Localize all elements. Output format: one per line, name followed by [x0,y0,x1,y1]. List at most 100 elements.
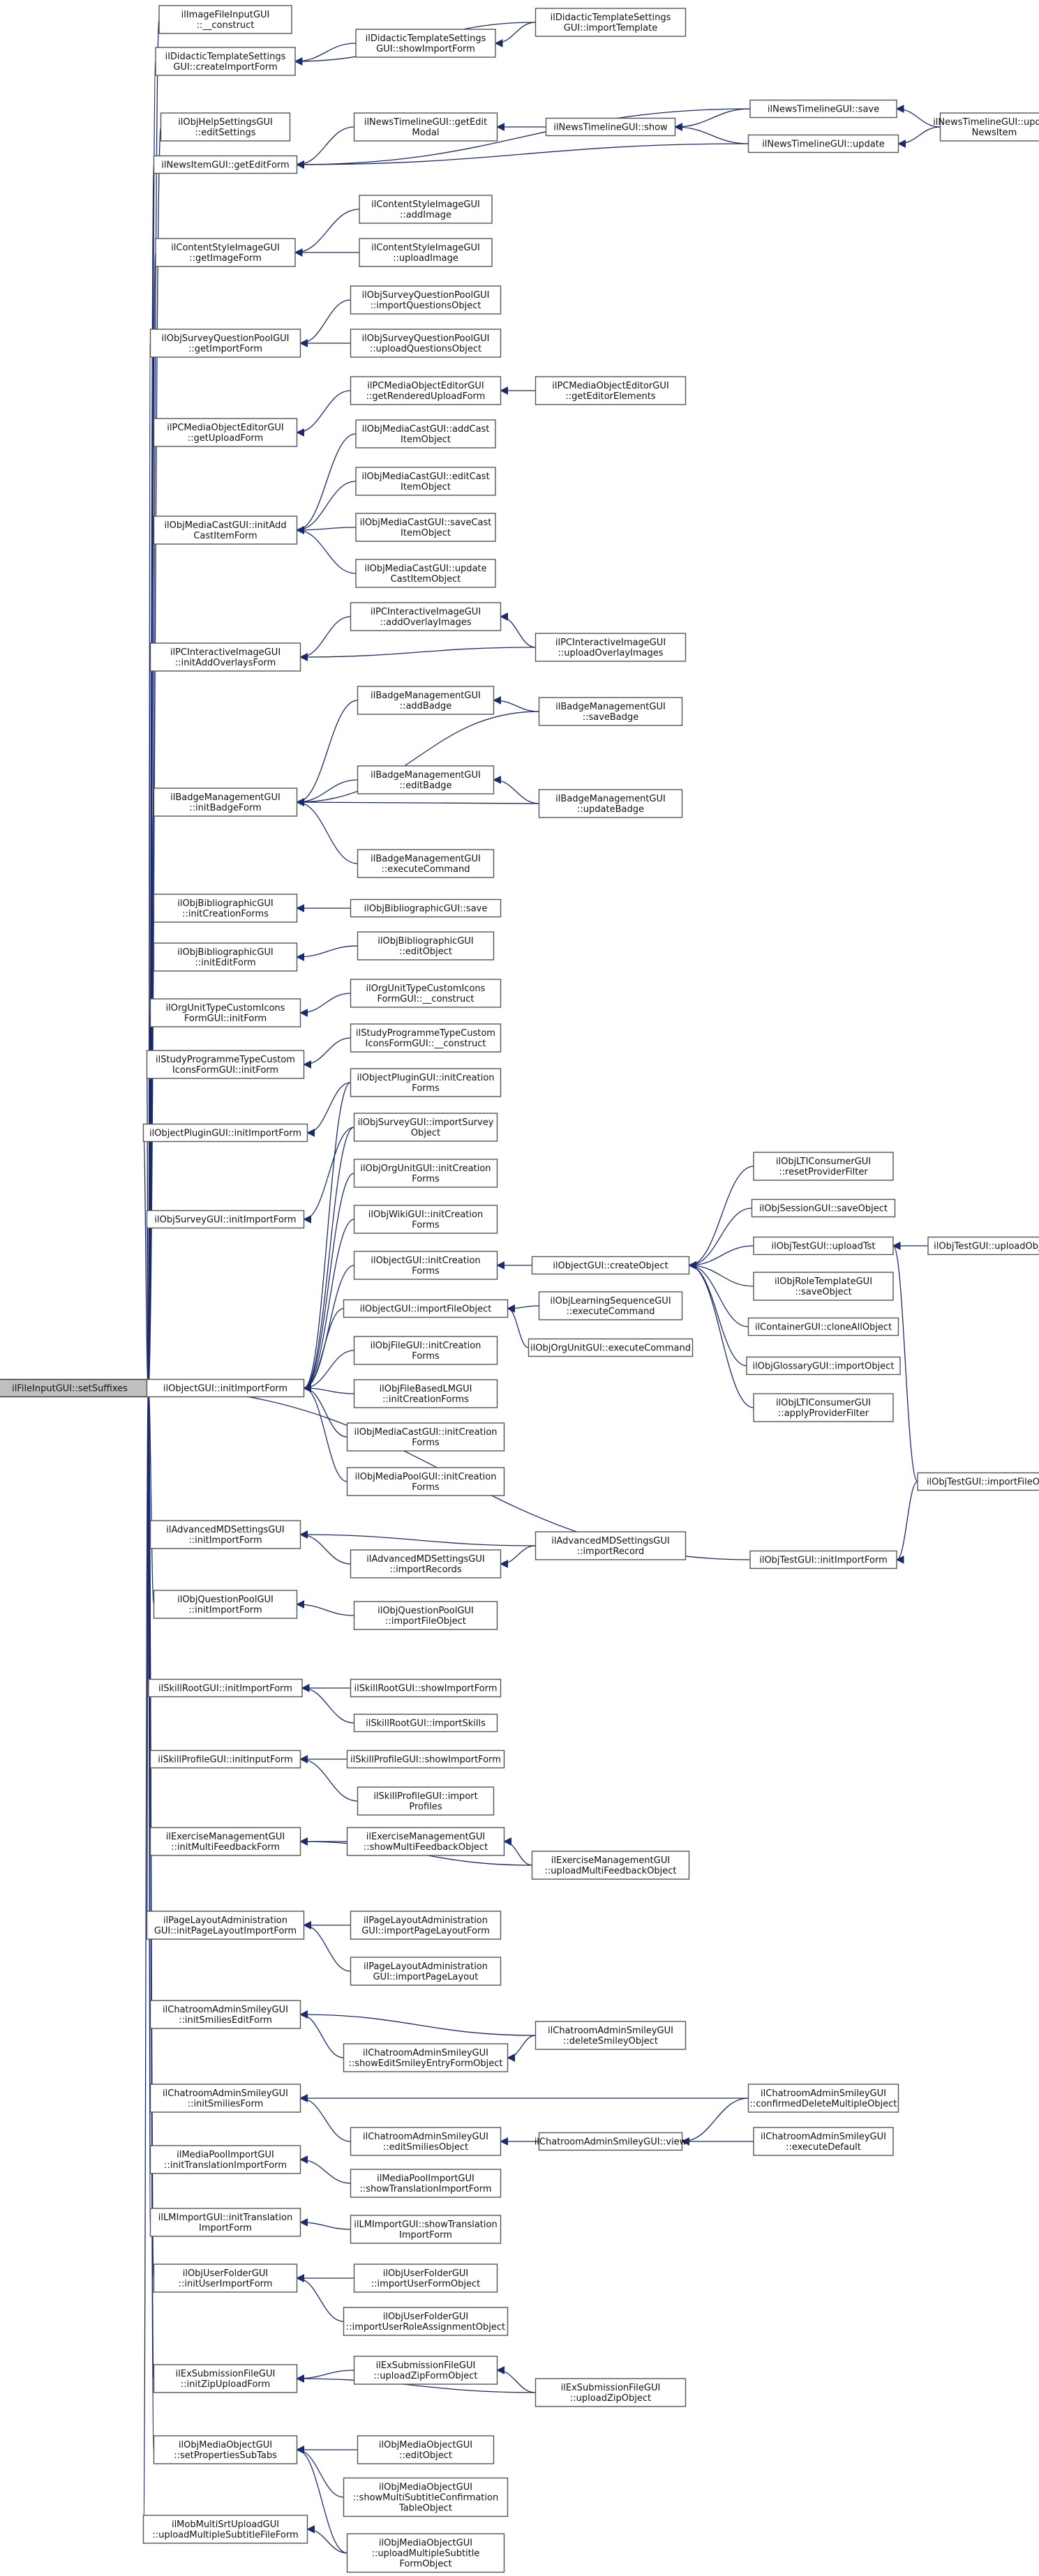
graph-node[interactable]: ilObjOrgUnitGUI::initCreationForms [353,1159,498,1188]
graph-node[interactable]: ilBadgeManagementGUI::addBadge [357,686,495,715]
graph-node[interactable]: ilObjectPluginGUI::initCreationForms [350,1068,502,1097]
graph-node[interactable]: ilPCInteractiveImageGUI::initAddOverlays… [149,642,301,672]
graph-node[interactable]: ilObjSessionGUI::saveObject [751,1198,896,1218]
graph-node[interactable]: ilExSubmissionFileGUI::uploadZipFormObje… [353,2356,498,2385]
graph-node[interactable]: ilObjMediaObjectGUI::uploadMultipleSubti… [346,2533,505,2573]
graph-node[interactable]: ilObjRoleTemplateGUI::saveObject [753,1272,894,1301]
graph-node[interactable]: ilOrgUnitTypeCustomIconsFormGUI::__const… [350,979,502,1008]
graph-node[interactable]: ilPCInteractiveImageGUI::uploadOverlayIm… [535,633,687,662]
graph-node[interactable]: ilNewsTimelineGUI::updateNewsItem [933,112,1039,142]
graph-node[interactable]: ilImageFileInputGUI::__construct [158,5,292,34]
graph-node[interactable]: ilContentStyleImageGUI::getImageForm [155,238,296,267]
graph-node[interactable]: ilObjLTIConsumerGUI::resetProviderFilter [753,1152,894,1181]
graph-node[interactable]: ilBadgeManagementGUI::saveBadge [538,697,683,726]
graph-node[interactable]: ilObjOrgUnitGUI::executeCommand [528,1338,694,1357]
graph-node[interactable]: ilObjUserFolderGUI::importUserRoleAssign… [343,2307,509,2336]
graph-node[interactable]: ilObjGlossaryGUI::importObject [746,1356,901,1376]
graph-node[interactable]: ilExSubmissionFileGUI::initZipUploadForm [153,2364,298,2393]
graph-node[interactable]: ilObjLTIConsumerGUI::applyProviderFilter [753,1393,894,1422]
graph-node[interactable]: ilDidacticTemplateSettingsGUI::createImp… [155,47,296,76]
graph-node[interactable]: ilOrgUnitTypeCustomIconsFormGUI::initFor… [149,998,301,1027]
graph-node[interactable]: ilMobMultiSrtUploadGUI::uploadMultipleSu… [142,2515,308,2544]
graph-node[interactable]: ilChatroomAdminSmileyGUI::editSmiliesObj… [350,2127,502,2156]
graph-node[interactable]: ilObjHelpSettingsGUI::editSettings [160,112,291,142]
graph-node[interactable]: ilObjectGUI::initImportForm [146,1378,305,1398]
graph-node[interactable]: ilPCMediaObjectEditorGUI::getRenderedUpl… [350,376,502,405]
graph-node[interactable]: ilObjMediaCastGUI::initCreationForms [346,1422,505,1452]
graph-node[interactable]: ilContainerGUI::cloneAllObject [747,1317,899,1336]
graph-node[interactable]: ilNewsItemGUI::getEditForm [153,155,298,174]
graph-node[interactable]: ilObjectGUI::initCreationForms [353,1251,498,1280]
graph-node[interactable]: ilNewsTimelineGUI::update [747,134,899,153]
graph-node[interactable]: ilObjMediaObjectGUI::editObject [357,2435,495,2464]
graph-node[interactable]: ilObjMediaObjectGUI::showMultiSubtitleCo… [343,2477,509,2517]
graph-node[interactable]: ilAdvancedMDSettingsGUI::importRecord [535,1531,687,1560]
graph-node[interactable]: ilAdvancedMDSettingsGUI::importRecords [350,1549,502,1579]
graph-node[interactable]: ilBadgeManagementGUI::updateBadge [538,789,683,818]
graph-node[interactable]: ilBadgeManagementGUI::editBadge [357,765,495,794]
graph-node[interactable]: ilObjectPluginGUI::initImportForm [142,1123,308,1143]
graph-node[interactable]: ilObjBibliographicGUI::save [350,898,502,918]
graph-node[interactable]: ilMediaPoolImportGUI::showTranslationImp… [350,2169,502,2198]
graph-node[interactable]: ilExSubmissionFileGUI::uploadZipObject [535,2378,687,2407]
graph-node[interactable]: ilObjWikiGUI::initCreationForms [353,1205,498,1234]
graph-node[interactable]: ilAdvancedMDSettingsGUI::initImportForm [149,1520,301,1549]
graph-node[interactable]: ilObjBibliographicGUI::initCreationForms [153,894,298,923]
graph-node[interactable]: ilObjFileBasedLMGUI::initCreationForms [353,1379,498,1408]
graph-node[interactable]: ilContentStyleImageGUI::addImage [359,195,493,224]
graph-node[interactable]: ilObjUserFolderGUI::importUserFormObject [353,2264,498,2293]
graph-node[interactable]: ilObjMediaPoolGUI::initCreationForms [346,1467,505,1496]
graph-node[interactable]: ilExerciseManagementGUI::uploadMultiFeed… [531,1851,690,1880]
graph-node[interactable]: ilChatroomAdminSmileyGUI::initSmiliesFor… [149,2084,301,2113]
graph-node[interactable]: ilSkillRootGUI::importSkills [353,1713,498,1733]
graph-node[interactable]: ilChatroomAdminSmileyGUI::confirmedDelet… [747,2084,899,2113]
graph-node[interactable]: ilChatroomAdminSmileyGUI::initSmiliesEdi… [149,2000,301,2029]
graph-node[interactable]: ilObjQuestionPoolGUI::initImportForm [153,1590,298,1619]
graph-node[interactable]: ilPCMediaObjectEditorGUI::getUploadForm [153,418,298,447]
graph-node[interactable]: ilObjMediaObjectGUI::setPropertiesSubTab… [153,2435,298,2464]
graph-node[interactable]: ilSkillProfileGUI::showImportForm [346,1749,505,1769]
graph-node[interactable]: ilSkillRootGUI::showImportForm [350,1678,502,1698]
graph-node[interactable]: ilSkillRootGUI::initImportForm [148,1678,303,1698]
graph-node[interactable]: ilChatroomAdminSmileyGUI::executeDefault [753,2127,894,2156]
graph-node[interactable]: ilStudyProgrammeTypeCustomIconsFormGUI::… [350,1023,502,1053]
graph-node[interactable]: ilDidacticTemplateSettingsGUI::importTem… [535,8,687,37]
graph-node[interactable]: ilObjUserFolderGUI::initUserImportForm [153,2264,298,2293]
graph-node[interactable]: ilObjBibliographicGUI::initEditForm [153,942,298,972]
graph-node[interactable]: ilMediaPoolImportGUI::initTranslationImp… [149,2145,301,2174]
graph-node[interactable]: ilObjQuestionPoolGUI::importFileObject [353,1601,498,1630]
graph-node[interactable]: ilContentStyleImageGUI::uploadImage [359,238,493,267]
graph-node[interactable]: ilPCMediaObjectEditorGUI::getEditorEleme… [535,376,687,405]
graph-node[interactable]: ilBadgeManagementGUI::executeCommand [357,849,495,878]
graph-node[interactable]: ilPageLayoutAdministrationGUI::initPageL… [146,1911,305,1940]
graph-node[interactable]: ilObjSurveyGUI::initImportForm [146,1210,305,1229]
graph-node[interactable]: ilObjectGUI::createObject [531,1256,690,1275]
graph-node[interactable]: ilObjTestGUI::uploadTst [753,1236,894,1256]
graph-node[interactable]: ilLMImportGUI::initTranslationImportForm [149,2208,301,2237]
graph-node[interactable]: ilChatroomAdminSmileyGUI::showEditSmiley… [343,2043,509,2072]
graph-node[interactable]: ilExerciseManagementGUI::initMultiFeedba… [149,1827,301,1856]
graph-node[interactable]: ilStudyProgrammeTypeCustomIconsFormGUI::… [146,1050,305,1079]
graph-node[interactable]: ilNewsTimelineGUI::save [749,99,897,119]
graph-node[interactable]: ilObjTestGUI::importFileObject [917,1472,1039,1491]
graph-node[interactable]: ilObjSurveyQuestionPoolGUI::importQuesti… [350,285,502,315]
graph-node[interactable]: ilExerciseManagementGUI::showMultiFeedba… [346,1827,505,1856]
graph-node[interactable]: ilLMImportGUI::showTranslationImportForm [350,2215,502,2244]
graph-node[interactable]: ilObjFileGUI::initCreationForms [353,1336,498,1365]
graph-node[interactable]: ilChatroomAdminSmileyGUI::deleteSmileyOb… [535,2021,687,2050]
graph-node[interactable]: ilChatroomAdminSmileyGUI::view [535,2132,687,2151]
graph-node[interactable]: ilObjSurveyQuestionPoolGUI::getImportFor… [149,329,301,358]
graph-node[interactable]: ilPageLayoutAdministrationGUI::importPag… [350,1911,502,1940]
graph-node[interactable]: ilObjSurveyQuestionPoolGUI::uploadQuesti… [350,329,502,358]
graph-node[interactable]: ilObjLearningSequenceGUI::executeCommand [538,1291,683,1320]
graph-node[interactable]: ilObjBibliographicGUI::editObject [357,931,495,961]
graph-node[interactable]: ilSkillProfileGUI::initInputForm [149,1749,301,1769]
graph-node[interactable]: ilNewsTimelineGUI::show [545,117,676,137]
